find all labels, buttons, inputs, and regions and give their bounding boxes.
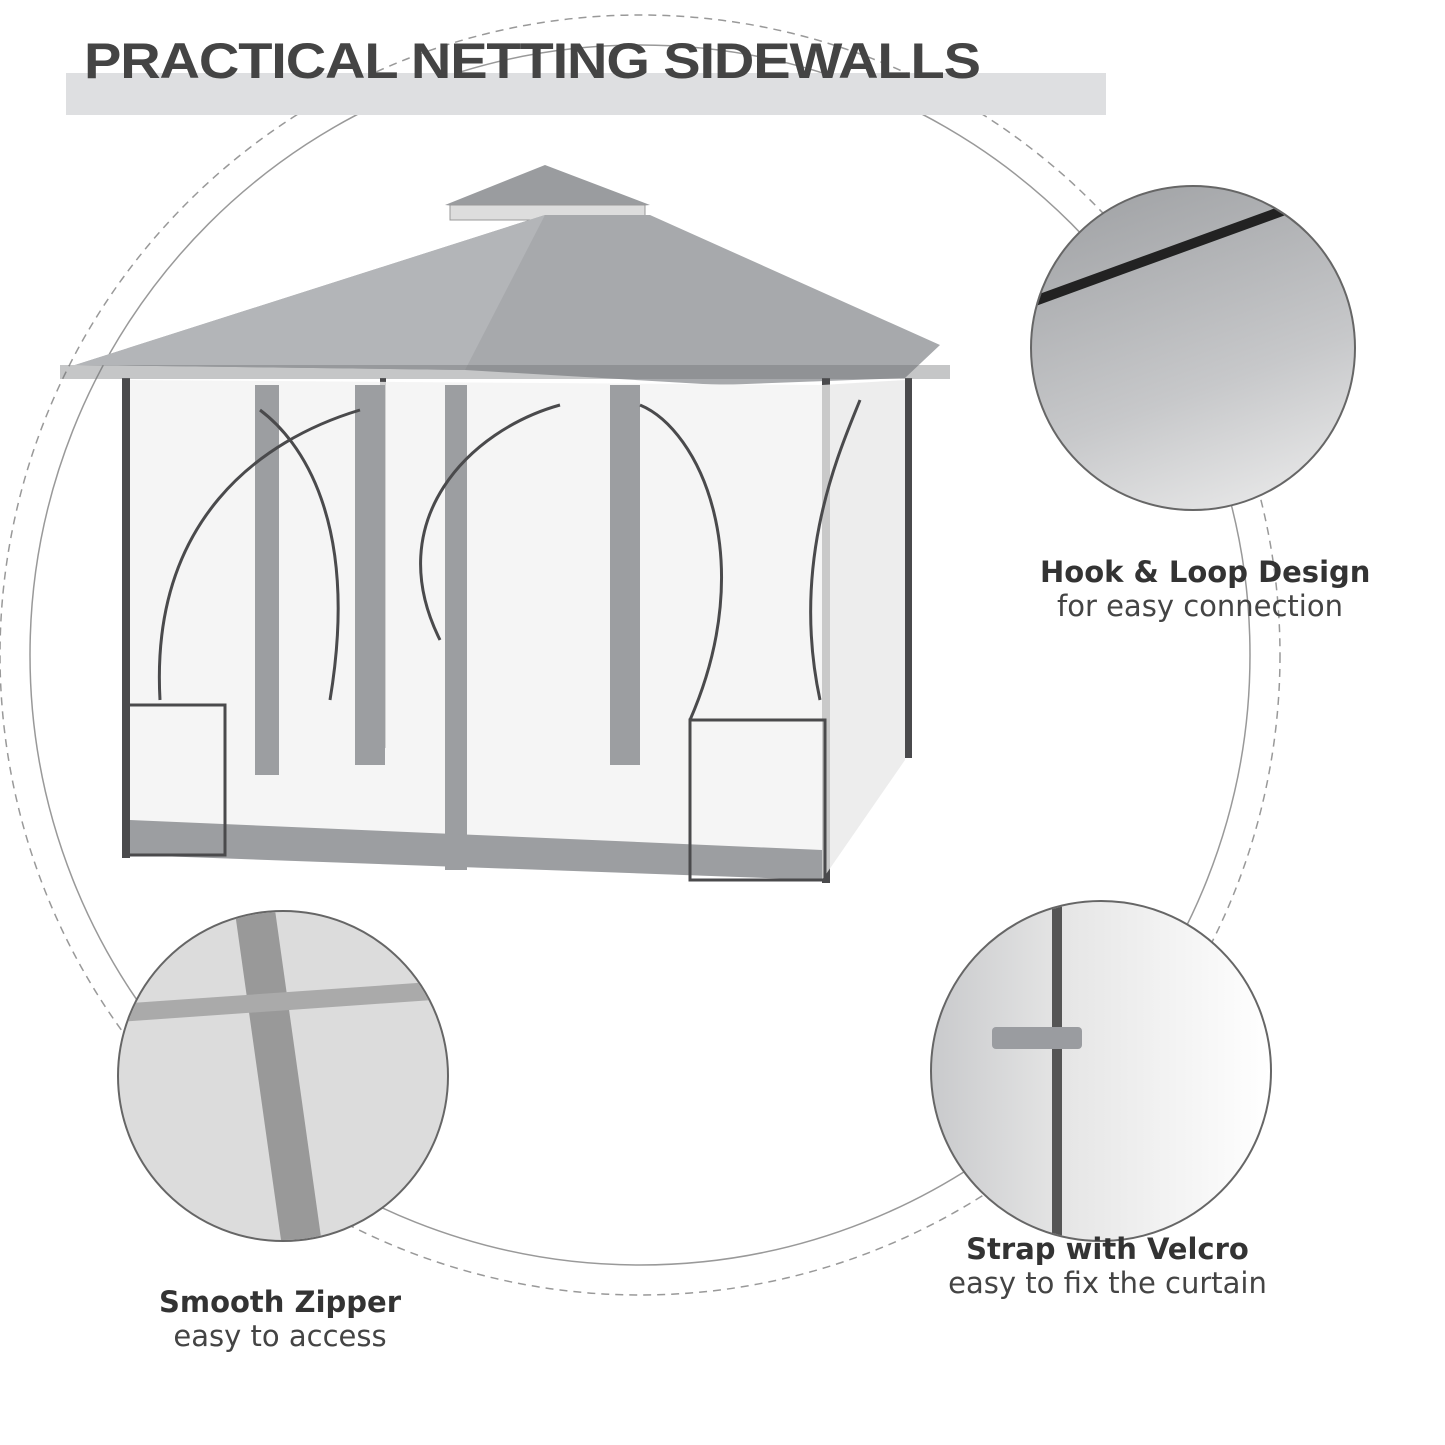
hook-loop-detail-image (1030, 185, 1356, 511)
feature-heading: Strap with Velcro (966, 1232, 1249, 1266)
frame-post (1052, 902, 1062, 1240)
canopy-roof-side (75, 215, 545, 370)
netting-trim (130, 385, 822, 880)
feature-subtext: easy to access (173, 1319, 387, 1353)
feature-subtext: easy to fix the curtain (948, 1266, 1267, 1300)
canopy-valance (60, 365, 950, 379)
feature-heading: Hook & Loop Design (1040, 555, 1371, 589)
zipper-strip (232, 912, 326, 1240)
page-title: PRACTICAL NETTING SIDEWALLS (84, 33, 981, 89)
canopy-top (445, 165, 650, 215)
decorative-frame (123, 399, 862, 882)
velcro-strap (992, 1027, 1082, 1049)
side-netting (822, 380, 905, 880)
outer-circle (29, 44, 1251, 1266)
front-netting (130, 380, 822, 880)
velcro-strap-detail-image (930, 900, 1272, 1242)
outer-dashed-circle (0, 14, 1281, 1296)
velcro-strap-label: Strap with Velcro easy to fix the curtai… (945, 1232, 1270, 1300)
zipper-detail-image (117, 910, 449, 1242)
title-bar (66, 73, 1106, 115)
feature-heading: Smooth Zipper (158, 1285, 401, 1319)
zipper-label: Smooth Zipper easy to access (150, 1285, 410, 1353)
hook-loop-label: Hook & Loop Design for easy connection (1040, 555, 1371, 623)
feature-subtext: for easy connection (1057, 589, 1343, 623)
